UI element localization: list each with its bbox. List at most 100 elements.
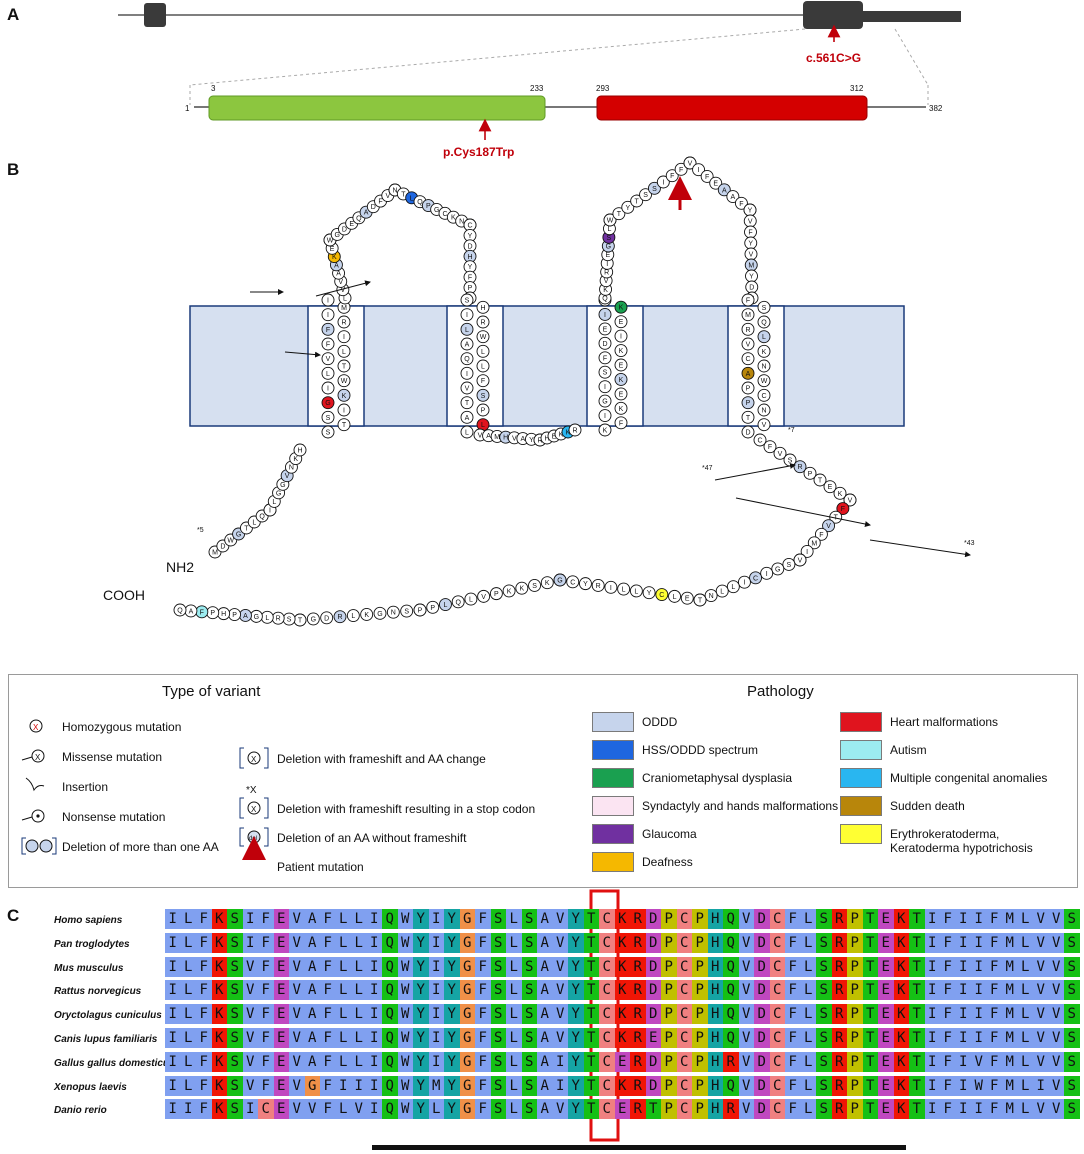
residue-cell: Y — [413, 1004, 429, 1025]
residue-cell: K — [893, 1099, 909, 1120]
residue-cell: Y — [444, 1028, 460, 1048]
residue-cell: R — [723, 1051, 739, 1072]
residue-bead — [476, 315, 490, 329]
residue-cell: P — [847, 909, 863, 929]
residue-cell: F — [320, 1075, 336, 1096]
residue-bead-letter: C — [467, 223, 472, 230]
residue-cell: I — [351, 1075, 367, 1096]
residue-cell: S — [1064, 1051, 1080, 1072]
svg-text:X: X — [33, 723, 39, 732]
residue-cell: K — [614, 956, 630, 977]
residue-bead-letter: Y — [468, 264, 473, 271]
residue-cell: L — [335, 1099, 351, 1120]
residue-bead — [321, 425, 335, 439]
residue-bead-letter: K — [619, 377, 624, 384]
residue-bead — [793, 553, 807, 567]
residue-cell: I — [366, 1028, 382, 1048]
residue-cell: F — [258, 1028, 274, 1048]
residue-cell: C — [676, 956, 692, 977]
residue-bead — [321, 410, 335, 424]
residue-cell: A — [537, 932, 553, 953]
residue-bead-letter: F — [739, 201, 743, 208]
residue-bead — [337, 359, 351, 373]
residue-cell: S — [490, 956, 506, 977]
residue-cell: R — [630, 1004, 646, 1025]
panel-b-topology: MDWGTLQTILGGVNKHSTSIGKIWLTVLFIFRIMILVVAA… — [103, 156, 975, 627]
residue-cell: D — [754, 1075, 770, 1096]
residue-cell: S — [521, 1028, 537, 1048]
residue-bead — [800, 544, 814, 558]
residue-cell: I — [242, 932, 258, 953]
legend-type-8: Patient mutation — [277, 860, 364, 874]
residue-cell: F — [320, 1099, 336, 1120]
residue-cell: A — [304, 909, 320, 929]
residue-cell: V — [738, 1099, 754, 1120]
residue-bead-letter: L — [272, 499, 276, 506]
residue-cell: L — [335, 909, 351, 929]
residue-bead-letter: C — [753, 575, 758, 582]
residue-bead-letter: H — [221, 611, 226, 618]
residue-bead-letter: I — [327, 312, 329, 319]
residue-cell: Q — [382, 1028, 398, 1048]
residue-bead-letter: R — [337, 614, 342, 621]
residue-bead-letter: K — [519, 586, 524, 593]
residue-cell: V — [242, 1004, 258, 1025]
residue-bead-letter: L — [252, 520, 256, 527]
residue-cell: V — [242, 956, 258, 977]
residue-bead — [598, 351, 612, 365]
residue-cell: Y — [568, 1004, 584, 1025]
residue-cell: I — [366, 1099, 382, 1120]
residue-cell: D — [754, 932, 770, 953]
zoom-line-right — [894, 28, 929, 86]
label-star7: *7 — [788, 427, 795, 434]
residue-bead-letter: C — [570, 579, 575, 586]
residue-cell: V — [1033, 1004, 1049, 1025]
residue-bead — [293, 443, 307, 457]
residue-cell: C — [676, 932, 692, 953]
residue-cell: V — [738, 909, 754, 929]
residue-cell: E — [273, 1051, 289, 1072]
residue-cell: I — [924, 909, 940, 929]
residue-bead — [603, 213, 617, 227]
residue-cell: S — [1064, 932, 1080, 953]
residue-bead — [476, 300, 490, 314]
residue-cell: Y — [568, 980, 584, 1001]
residue-bead-letter: L — [634, 588, 638, 595]
residue-bead — [553, 573, 567, 587]
residue-bead-letter: T — [401, 191, 406, 198]
residue-cell: S — [816, 1099, 832, 1120]
residue-cell: F — [940, 980, 956, 1001]
residue-bead — [321, 322, 335, 336]
residue-bead-letter: K — [451, 215, 456, 222]
residue-cell: F — [475, 932, 491, 953]
residue-bead — [630, 194, 644, 208]
svg-text:del: del — [249, 836, 257, 842]
residue-cell: D — [754, 1099, 770, 1120]
residue-cell: S — [816, 1004, 832, 1025]
residue-cell: F — [940, 932, 956, 953]
residue-bead — [439, 598, 452, 611]
residue-bead-letter: Y — [625, 205, 630, 212]
residue-cell: Q — [723, 1028, 739, 1048]
residue-bead-letter: M — [494, 434, 500, 441]
residue-cell: R — [630, 980, 646, 1001]
residue-cell: T — [909, 1075, 925, 1096]
residue-cell: K — [893, 980, 909, 1001]
residue-cell: S — [1064, 1075, 1080, 1096]
residue-cell: F — [785, 1075, 801, 1096]
residue-cell: S — [521, 1004, 537, 1025]
residue-bead — [460, 366, 474, 380]
residue-cell: R — [831, 1004, 847, 1025]
svg-text:X: X — [251, 755, 257, 764]
residue-cell: S — [490, 1004, 506, 1025]
residue-bead-letter: V — [746, 342, 751, 349]
residue-bead-letter: T — [617, 211, 622, 218]
residue-cell: W — [397, 932, 413, 953]
residue-bead-letter: F — [200, 609, 204, 616]
residue-bead-letter: C — [659, 592, 664, 599]
residue-bead — [460, 308, 474, 322]
residue-bead-letter: Y — [749, 274, 754, 281]
residue-cell: V — [1048, 1004, 1064, 1025]
residue-cell: A — [304, 956, 320, 977]
